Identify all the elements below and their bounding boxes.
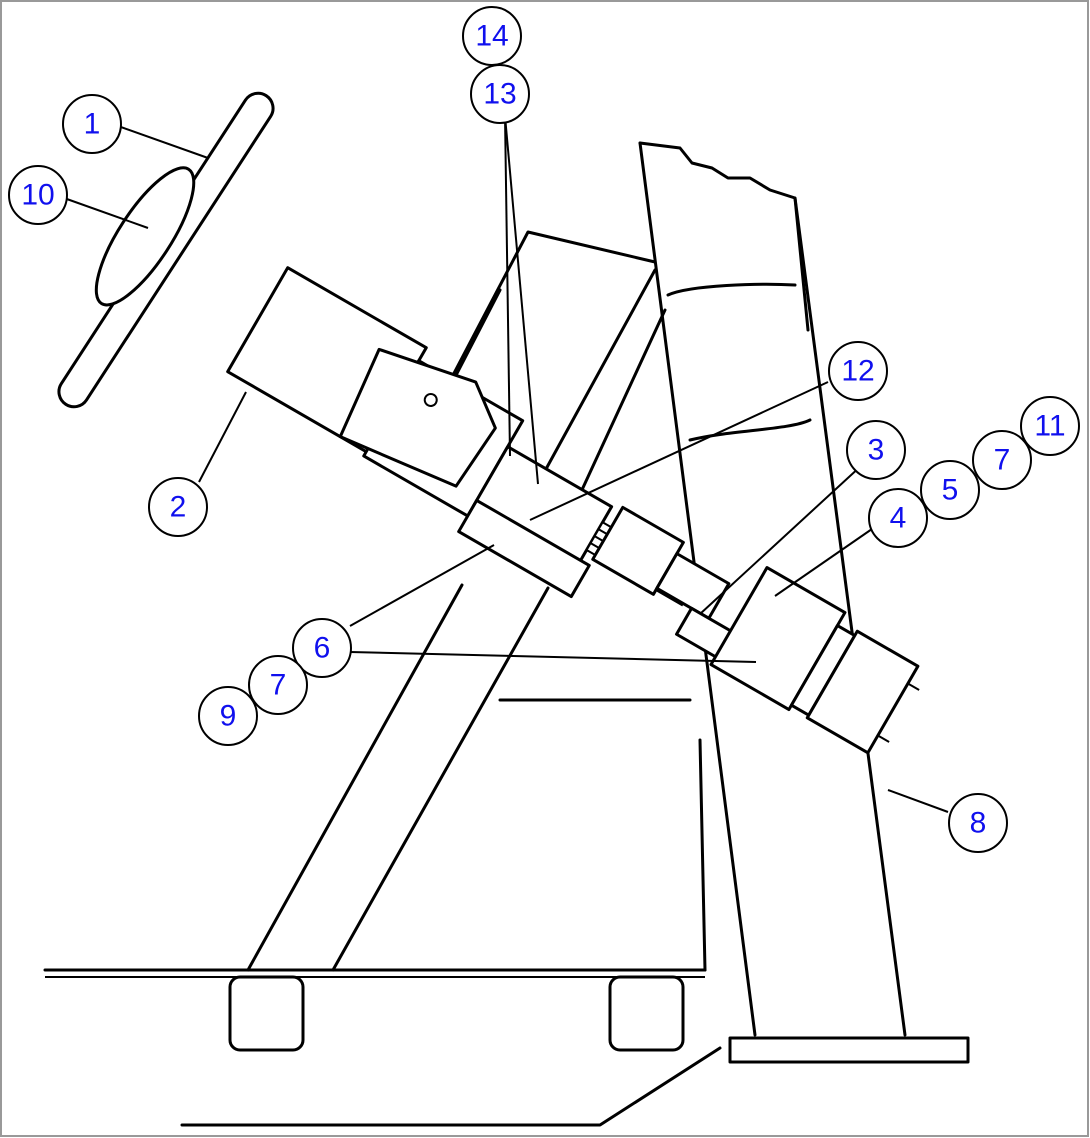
callout-5: 5	[920, 460, 980, 520]
callout-label: 6	[314, 632, 331, 665]
linkage-rod	[180, 1046, 722, 1127]
callout-11: 11	[1020, 396, 1080, 456]
callout-7-upper: 7	[972, 430, 1032, 490]
callout-3: 3	[846, 420, 906, 480]
callout-label: 10	[21, 179, 54, 212]
callout-label: 8	[970, 807, 987, 840]
mounting-bracket	[338, 347, 497, 488]
callout-4: 4	[868, 488, 928, 548]
callout-13: 13	[470, 64, 530, 124]
callout-label: 3	[868, 434, 885, 467]
callout-label: 4	[890, 502, 907, 535]
callout-label: 2	[170, 491, 187, 524]
callout-label: 5	[942, 474, 959, 507]
callout-label: 13	[483, 78, 516, 111]
floor-plate	[43, 968, 707, 978]
callout-label: 14	[475, 20, 508, 53]
callout-label: 7	[994, 444, 1011, 477]
callout-label: 12	[841, 355, 874, 388]
column-flange	[457, 498, 591, 599]
callout-12: 12	[828, 341, 888, 401]
pedal-base-plate	[728, 1036, 970, 1064]
callout-label: 1	[84, 108, 101, 141]
steering-wheel[interactable]	[23, 68, 279, 413]
steering-column[interactable]	[216, 266, 944, 771]
floor-mount-foot-left	[228, 975, 305, 1052]
callout-8: 8	[948, 793, 1008, 853]
callout-1: 1	[62, 94, 122, 154]
support-pedestal	[246, 230, 707, 972]
bracket-bolt	[423, 392, 438, 407]
callout-label: 11	[1034, 410, 1065, 443]
universal-joint	[655, 552, 731, 620]
callout-6: 6	[292, 618, 352, 678]
floor-mount-foot-right	[608, 975, 685, 1052]
callout-9: 9	[198, 686, 258, 746]
callout-14: 14	[462, 6, 522, 66]
callout-label: 7	[270, 669, 287, 702]
callout-10: 10	[8, 165, 68, 225]
callout-7-lower: 7	[248, 655, 308, 715]
leader-lines	[63, 115, 949, 813]
callout-2: 2	[148, 477, 208, 537]
steering-wheel-hub	[94, 166, 196, 307]
valve-body	[805, 629, 920, 755]
callout-label: 9	[220, 700, 237, 733]
